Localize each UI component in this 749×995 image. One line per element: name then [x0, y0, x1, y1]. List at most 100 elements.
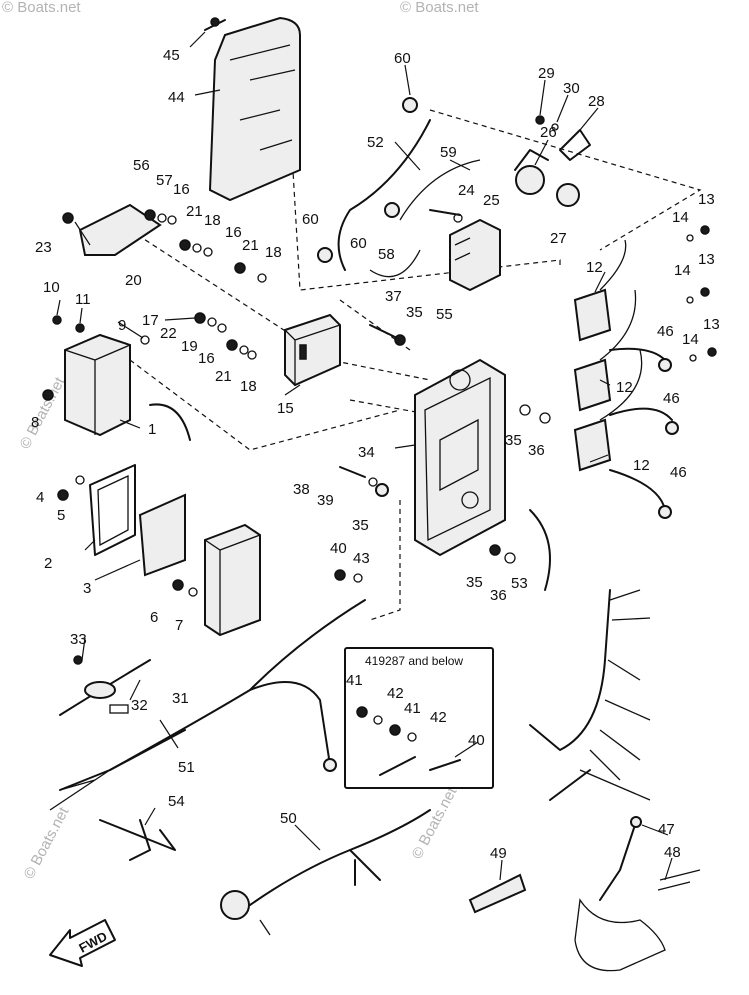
- forward-direction-arrow: FWD: [49, 919, 116, 967]
- callout-39: 39: [317, 492, 334, 509]
- washer-part-25: [257, 273, 267, 283]
- leader-lines: [56, 31, 673, 881]
- callout-18-b: 16: [225, 224, 242, 241]
- callout-30: 30: [563, 80, 580, 97]
- nut-part-35-a: [394, 334, 406, 346]
- callout-29: 29: [538, 65, 555, 82]
- callout-14-c: 14: [682, 331, 699, 348]
- callout-20: 20: [125, 272, 142, 289]
- watermark-bottom-left: © Boats.net: [21, 804, 73, 882]
- callout-40-a: 40: [330, 540, 347, 557]
- washer-part-36-a: [539, 412, 551, 424]
- inset-box: 419287 and below: [344, 647, 494, 789]
- callout-32: 32: [131, 697, 148, 714]
- callout-42-b: 42: [430, 709, 447, 726]
- fuse-holder-part-31: [59, 655, 151, 716]
- watermark-left: © Boats.net: [17, 374, 69, 452]
- callout-14-a: 14: [672, 209, 689, 226]
- callout-42-a: 42: [387, 685, 404, 702]
- washers-part-14: [686, 234, 697, 362]
- washer-part-36-b: [504, 552, 516, 564]
- callout-3: 3: [83, 580, 91, 597]
- washer-part-9: [140, 335, 150, 345]
- callout-44: 44: [168, 89, 185, 106]
- callout-60-c: 60: [350, 235, 367, 252]
- callout-1: 1: [148, 421, 156, 438]
- callout-9: 9: [118, 317, 126, 334]
- callout-50: 50: [280, 810, 297, 827]
- harness-part-51: [49, 599, 366, 811]
- callout-57: 25: [483, 192, 500, 209]
- callout-18-a: 16: [173, 181, 190, 198]
- callout-56: 24: [458, 182, 475, 199]
- washer-part-30: [551, 123, 559, 131]
- connector-part-49: [468, 873, 527, 914]
- callout-15: 15: [277, 400, 294, 417]
- callout-46-a: 46: [657, 323, 674, 340]
- callout-26: 26: [540, 124, 557, 141]
- dash-line-2: [429, 109, 702, 251]
- callout-47: 47: [658, 821, 675, 838]
- bolt-part-38: [339, 466, 366, 478]
- callout-12-b: 12: [616, 379, 633, 396]
- callout-7: 7: [175, 617, 183, 634]
- callout-13-b: 13: [698, 251, 715, 268]
- parts-part-48: [574, 869, 701, 972]
- lead-part-47: [599, 816, 642, 901]
- callout-21-a: 57: [156, 172, 173, 189]
- callout-16-b: 21: [186, 203, 203, 220]
- gasket-part-2: [89, 464, 136, 556]
- washer-part-43: [353, 573, 363, 583]
- callout-14-b: 14: [674, 262, 691, 279]
- bolt-part-23: [62, 212, 74, 224]
- callout-6: 6: [150, 609, 158, 626]
- plate-part-34: [414, 358, 506, 557]
- bolt-part-10: [52, 315, 62, 325]
- wire-harness-right: [529, 589, 651, 801]
- callout-8: 8: [31, 414, 39, 431]
- bracket-part-20: [78, 203, 162, 256]
- bolt-part-8: [42, 389, 54, 401]
- lead-part-59: [399, 159, 481, 221]
- callout-41-b: 41: [404, 700, 421, 717]
- bolt-part-37: [369, 324, 396, 338]
- callout-36-b: 36: [490, 587, 507, 604]
- washer-part-35-b: [519, 404, 531, 416]
- callout-5: 5: [57, 507, 65, 524]
- callout-60: 60: [394, 50, 411, 67]
- callout-53: 53: [511, 575, 528, 592]
- bolt-part-24: [234, 262, 246, 274]
- washer-cluster-upper: [144, 209, 213, 257]
- callout-40-b: 40: [468, 732, 485, 749]
- nut-part-11: [75, 323, 85, 333]
- arrow-curve: [149, 403, 191, 441]
- callout-22: 22: [160, 325, 177, 342]
- bracket-part-54: [99, 819, 176, 861]
- callout-54: 54: [168, 793, 185, 810]
- bracket-part-28: [559, 129, 591, 161]
- callout-38: 38: [293, 481, 310, 498]
- grommet-part-35-c: [375, 483, 389, 497]
- callout-45: 45: [163, 47, 180, 64]
- cover-part-44: [208, 16, 301, 202]
- module-part-1: [64, 333, 131, 437]
- boot-part-60-a: [402, 97, 418, 113]
- callout-43: 43: [353, 550, 370, 567]
- callout-58: 58: [378, 246, 395, 263]
- inset-title: 419287 and below: [365, 654, 463, 668]
- watermark-top-left: © Boats.net: [2, 0, 81, 16]
- callout-24: 21: [242, 237, 259, 254]
- harness-part-50: [220, 809, 431, 936]
- dash-line-4: [129, 359, 401, 451]
- cap-part-27: [556, 183, 580, 207]
- plug-caps-part-46: [609, 347, 679, 519]
- screws-part-13: [700, 225, 717, 357]
- lead-part-52: [337, 119, 431, 271]
- callout-16-a: 56: [133, 157, 150, 174]
- callout-21-c: 21: [215, 368, 232, 385]
- callout-49: 49: [490, 845, 507, 862]
- ignition-coils-part-12: [573, 239, 643, 472]
- dash-line-1: [289, 119, 561, 291]
- callout-34: 34: [358, 444, 375, 461]
